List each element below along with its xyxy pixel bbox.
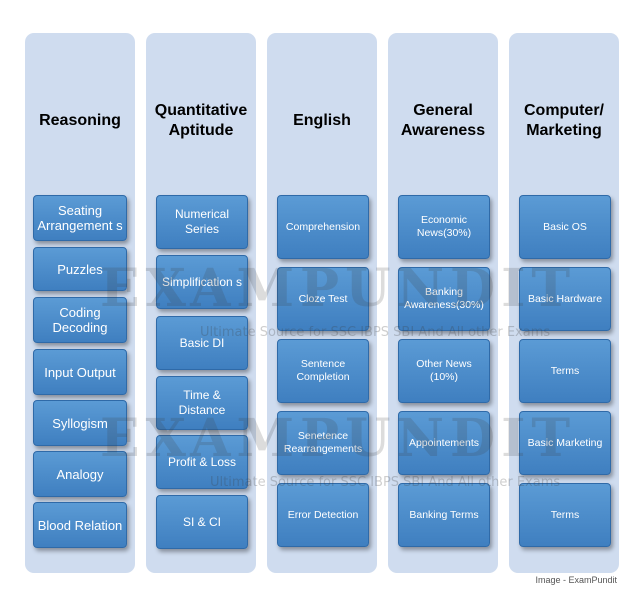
topic-box: Basic Hardware: [519, 267, 611, 331]
topic-box: Economic News(30%): [398, 195, 490, 259]
topic-box: Comprehension: [277, 195, 369, 259]
column-title: Quantitative Aptitude: [154, 102, 248, 139]
topic-label: Appointements: [408, 436, 480, 449]
topic-box: Basic DI: [156, 316, 248, 370]
topic-box: Input Output: [33, 349, 127, 395]
column-title: English: [293, 112, 351, 129]
column-title: Computer/ Marketing: [524, 102, 604, 139]
topic-label: Simplification s: [161, 274, 243, 289]
topic-label: Senetence Rearrangements: [283, 430, 363, 455]
topic-label: Blood Relation: [37, 517, 123, 533]
topic-label: Input Output: [44, 364, 116, 380]
column-title: General Awareness: [400, 102, 486, 139]
topic-box: Appointements: [398, 411, 490, 475]
topic-label: Banking Awareness(30%): [404, 286, 484, 311]
topic-label: Analogy: [56, 466, 104, 482]
topic-label: Numerical Series: [174, 207, 229, 236]
topic-box: SI & CI: [156, 495, 248, 549]
topic-box: Basic Marketing: [519, 411, 611, 475]
topic-label: Basic Hardware: [527, 292, 603, 305]
topic-label: Time & Distance: [178, 388, 226, 417]
topic-box: Banking Awareness(30%): [398, 267, 490, 331]
topic-label: Syllogism: [52, 415, 108, 431]
topic-box: Analogy: [33, 451, 127, 497]
topic-label: Economic News(30%): [416, 214, 472, 239]
topic-box: Blood Relation: [33, 502, 127, 548]
topic-box: Numerical Series: [156, 195, 248, 249]
image-credit: Image - ExamPundit: [535, 575, 617, 585]
topic-label: Coding Decoding: [52, 305, 108, 335]
topic-label: Other News (10%): [416, 358, 472, 383]
topic-label: Terms: [550, 364, 580, 377]
column-reasoning: Reasoning Seating Arrangement s Puzzles …: [25, 33, 135, 573]
topic-label: Comprehension: [285, 220, 361, 233]
topic-box: Puzzles: [33, 247, 127, 291]
topic-label: SI & CI: [182, 514, 221, 529]
topic-box: Basic OS: [519, 195, 611, 259]
topic-label: Basic OS: [543, 220, 587, 233]
topic-box: Syllogism: [33, 400, 127, 446]
topic-label: Cloze Test: [298, 292, 348, 305]
topic-label: Sentence Completion: [296, 358, 350, 383]
topic-box: Sentence Completion: [277, 339, 369, 403]
topic-box: Time & Distance: [156, 376, 248, 430]
topic-label: Banking Terms: [409, 508, 479, 521]
topic-label: Puzzles: [57, 261, 103, 277]
column-title: Reasoning: [39, 112, 121, 129]
topic-box: Terms: [519, 339, 611, 403]
topic-box: Coding Decoding: [33, 297, 127, 343]
topic-box: Seating Arrangement s: [33, 195, 127, 241]
column-computer-marketing: Computer/ Marketing Basic OS Basic Hardw…: [509, 33, 619, 573]
column-english: English Comprehension Cloze Test Sentenc…: [267, 33, 377, 573]
topic-box: Simplification s: [156, 255, 248, 309]
topic-label: Terms: [550, 508, 580, 521]
topic-label: Basic DI: [179, 335, 225, 350]
topic-box: Senetence Rearrangements: [277, 411, 369, 475]
topic-label: Profit & Loss: [167, 454, 237, 469]
topic-box: Cloze Test: [277, 267, 369, 331]
topic-box: Error Detection: [277, 483, 369, 547]
topic-box: Terms: [519, 483, 611, 547]
watermark-tagline: Ultimate Source for SSC IBPS SBI And All…: [210, 475, 561, 490]
topic-box: Profit & Loss: [156, 435, 248, 489]
column-quantitative-aptitude: Quantitative Aptitude Numerical Series S…: [146, 33, 256, 573]
topic-box: Other News (10%): [398, 339, 490, 403]
topic-label: Seating Arrangement s: [37, 203, 123, 233]
topic-label: Basic Marketing: [527, 436, 603, 449]
topic-box: Banking Terms: [398, 483, 490, 547]
topic-label: Error Detection: [287, 508, 359, 521]
column-general-awareness: General Awareness Economic News(30%) Ban…: [388, 33, 498, 573]
